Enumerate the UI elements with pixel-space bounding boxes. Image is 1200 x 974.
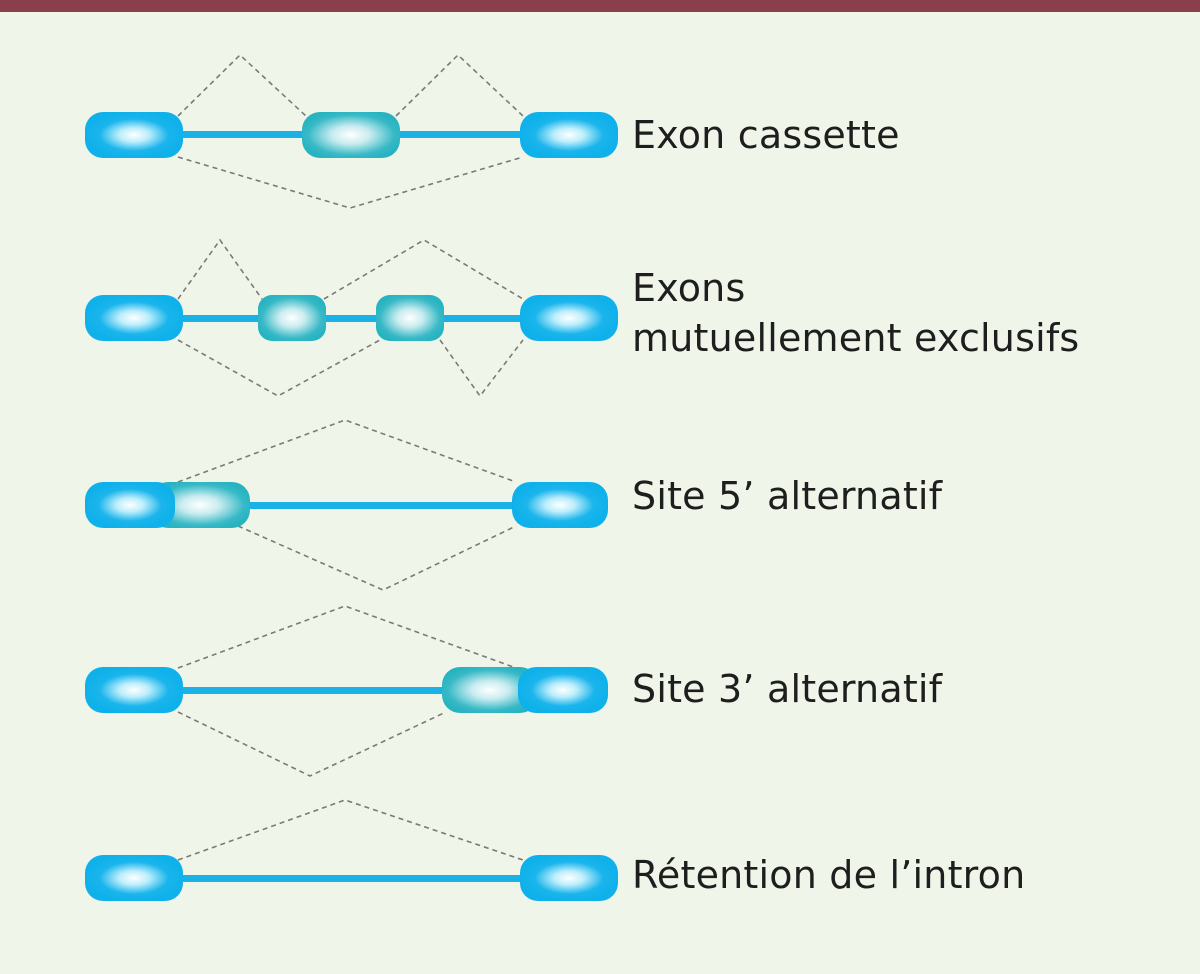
constitutive-exon: [512, 482, 608, 528]
splice-path-lower: [237, 525, 517, 591]
row-site3-graphic: [85, 605, 608, 777]
alternative-exon: [302, 112, 400, 158]
intron-line: [180, 315, 522, 322]
splice-path-exon-a: [323, 239, 524, 300]
alternative-exon-extension: [150, 482, 250, 528]
constitutive-exon: [85, 295, 183, 341]
top-border: [0, 0, 1200, 12]
splice-path-upper: [177, 419, 517, 483]
splice-path-exon-a: [177, 238, 263, 300]
label-site-3-alternatif: Site 3’ alternatif: [632, 664, 942, 714]
constitutive-exon: [520, 295, 618, 341]
label-retention-intron: Rétention de l’intron: [632, 850, 1025, 900]
constitutive-exon: [518, 667, 608, 713]
splice-path-inclusion: [395, 53, 524, 117]
splice-path-lower: [177, 711, 447, 777]
row-cassette-graphic: [85, 53, 618, 209]
splice-path-upper: [177, 605, 517, 669]
alternative-exon-extension: [442, 667, 538, 713]
splice-path-skipping: [177, 156, 524, 209]
constitutive-exon: [85, 855, 183, 901]
label-line: mutuellement exclusifs: [632, 316, 1080, 360]
row-site5-graphic: [85, 419, 608, 591]
label-line: Site 5’ alternatif: [632, 474, 943, 518]
label-site-5-alternatif: Site 5’ alternatif: [632, 471, 942, 521]
splice-path-upper: [177, 799, 524, 861]
label-exons-mutuellement-exclusifs: Exons mutuellement exclusifs: [632, 263, 1079, 363]
row-mutex-graphic: [85, 238, 618, 398]
intron-line: [246, 502, 518, 509]
constitutive-exon: [85, 112, 183, 158]
label-line: Site 3’ alternatif: [632, 667, 943, 711]
splice-path-exon-b: [439, 339, 524, 398]
splice-path-inclusion: [177, 53, 307, 117]
label-exon-cassette: Exon cassette: [632, 110, 900, 160]
row-intron-graphic: [85, 799, 618, 901]
constitutive-exon: [520, 112, 618, 158]
constitutive-exon: [85, 667, 183, 713]
intron-line: [180, 687, 450, 694]
retained-intron-line: [180, 875, 522, 882]
alternative-exon: [376, 295, 444, 341]
label-line: Exons: [632, 266, 746, 310]
constitutive-exon: [520, 855, 618, 901]
splice-path-exon-b: [177, 339, 381, 397]
label-line: Rétention de l’intron: [632, 853, 1026, 897]
label-line: Exon cassette: [632, 113, 900, 157]
alternative-exon: [258, 295, 326, 341]
constitutive-exon: [85, 482, 175, 528]
